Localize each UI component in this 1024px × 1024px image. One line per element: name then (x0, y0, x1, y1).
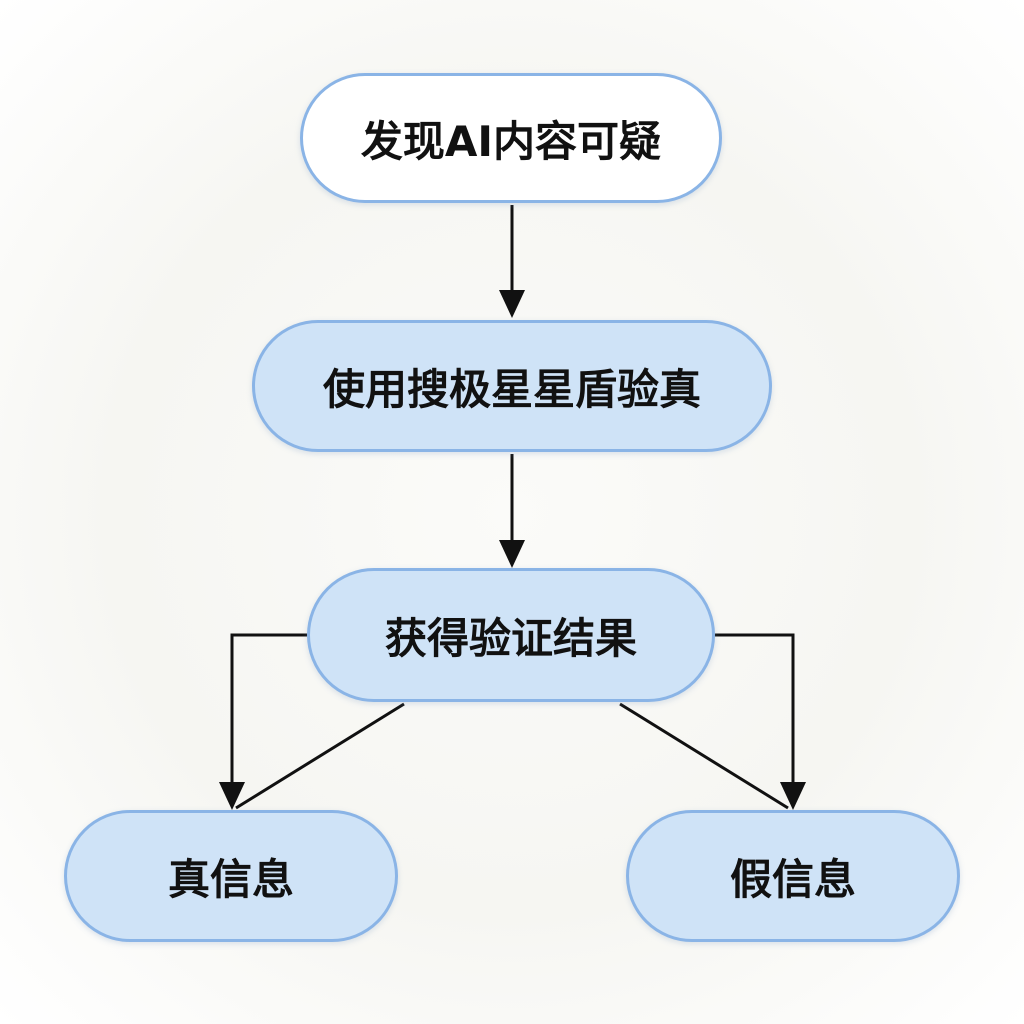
node-label: 发现AI内容可疑 (360, 116, 662, 166)
node-suspect-ai-content: 发现AI内容可疑 (300, 73, 722, 203)
node-label: 真信息 (167, 854, 294, 904)
arrow-result-to-false-diagonal (619, 702, 789, 810)
node-get-result: 获得验证结果 (307, 568, 715, 702)
node-label: 获得验证结果 (384, 613, 637, 663)
arrow-result-to-true-elbow (219, 633, 307, 810)
arrow-result-to-false-elbow (715, 633, 806, 810)
node-true-info: 真信息 (64, 810, 398, 942)
node-label: 使用搜极星星盾验真 (322, 364, 701, 414)
node-false-info: 假信息 (626, 810, 960, 942)
node-verify-with-tool: 使用搜极星星盾验真 (252, 320, 772, 452)
arrow-verify-to-result (499, 454, 525, 568)
arrow-result-to-true-diagonal (235, 702, 405, 810)
node-label: 假信息 (729, 854, 856, 904)
arrow-start-to-verify (499, 205, 525, 318)
